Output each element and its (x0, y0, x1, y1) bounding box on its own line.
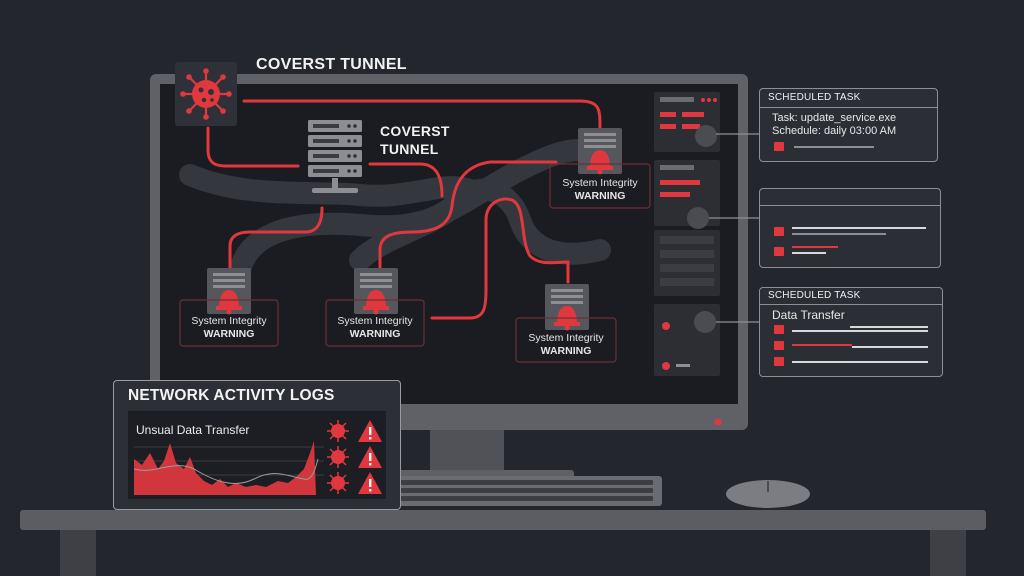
alert-document-icon (545, 284, 589, 331)
panel-header: SCHEDULED TASK (768, 290, 861, 301)
covert-tunnel-center-label: COVERST TUNNEL (380, 122, 450, 158)
warning-line1: System Integrity (562, 177, 638, 189)
checkbox-icon[interactable] (774, 357, 784, 366)
warning-line2: WARNING (203, 328, 255, 340)
monitor-stand-neck (430, 428, 504, 478)
progress-line (794, 146, 874, 148)
warning-triangle-icon (358, 420, 382, 442)
task-schedule: Schedule: daily 03:00 AM (772, 125, 897, 137)
scheduled-task-panel: SCHEDULED TASK Data Transfer (759, 287, 943, 377)
list-line (792, 344, 852, 346)
list-line (792, 233, 886, 235)
virus-icon (327, 420, 349, 442)
server-icon (308, 120, 362, 193)
list-line (792, 330, 928, 332)
list-line (852, 346, 928, 348)
tunnel-paths (179, 139, 611, 281)
list-line (792, 227, 926, 229)
warning-triangle-icon (358, 446, 382, 468)
warning-line2: WARNING (574, 190, 626, 202)
covert-tunnel-center-line1: COVERST (380, 123, 450, 139)
checkbox-icon[interactable] (774, 227, 784, 236)
warning-label: System Integrity WARNING (511, 332, 621, 358)
covert-tunnel-center-line2: TUNNEL (380, 141, 439, 157)
list-line (792, 361, 928, 363)
desk-leg-left (60, 530, 96, 576)
logs-subtitle: Unsual Data Transfer (136, 423, 250, 437)
desk-top (20, 510, 986, 530)
covert-tunnel-title: COVERST TUNNEL (256, 56, 407, 73)
power-led (714, 418, 722, 426)
checklist-panel (759, 188, 941, 268)
scheduled-task-panel: SCHEDULED TASK Task: update_service.exe … (759, 88, 938, 162)
alert-document-icon (578, 128, 622, 175)
keyboard (392, 476, 662, 506)
panel-divider (760, 205, 940, 206)
traffic-graph (134, 441, 324, 495)
checkbox-icon[interactable] (774, 247, 784, 256)
task-title: Data Transfer (772, 308, 845, 322)
panel-header: SCHEDULED TASK (768, 92, 861, 103)
warning-line2: WARNING (540, 345, 592, 357)
screen-side-panels (654, 92, 720, 376)
alert-document-icon (207, 268, 251, 315)
mouse (726, 480, 810, 508)
warning-line1: System Integrity (191, 315, 267, 327)
panel-connectors (709, 133, 760, 323)
list-line (850, 326, 928, 328)
panel-header-bar (760, 288, 942, 305)
task-name: Task: update_service.exe (772, 112, 897, 124)
virus-icon (175, 62, 237, 126)
warning-line1: System Integrity (337, 315, 413, 327)
warning-line2: WARNING (349, 328, 401, 340)
panel-header-bar (760, 89, 937, 108)
warning-label: System Integrity WARNING (174, 315, 284, 341)
warning-label-boxes (179, 163, 651, 363)
virus-icon (327, 472, 349, 494)
warning-label: System Integrity WARNING (545, 177, 655, 203)
checkbox-icon[interactable] (774, 325, 784, 334)
warning-line1: System Integrity (528, 332, 604, 344)
list-line (792, 252, 826, 254)
checkbox-icon[interactable] (774, 142, 784, 151)
list-line (792, 246, 838, 248)
virus-icon (327, 446, 349, 468)
desk-leg-right (930, 530, 966, 576)
alert-document-icon (354, 268, 398, 315)
warning-triangle-icon (358, 472, 382, 494)
alert-icon-column (327, 420, 382, 494)
checkbox-icon[interactable] (774, 341, 784, 350)
connection-lines (206, 99, 602, 320)
warning-label: System Integrity WARNING (320, 315, 430, 341)
logs-title: NETWORK ACTIVITY LOGS (128, 387, 335, 404)
network-activity-logs-panel: NETWORK ACTIVITY LOGS Unsual Data Transf… (113, 380, 401, 510)
